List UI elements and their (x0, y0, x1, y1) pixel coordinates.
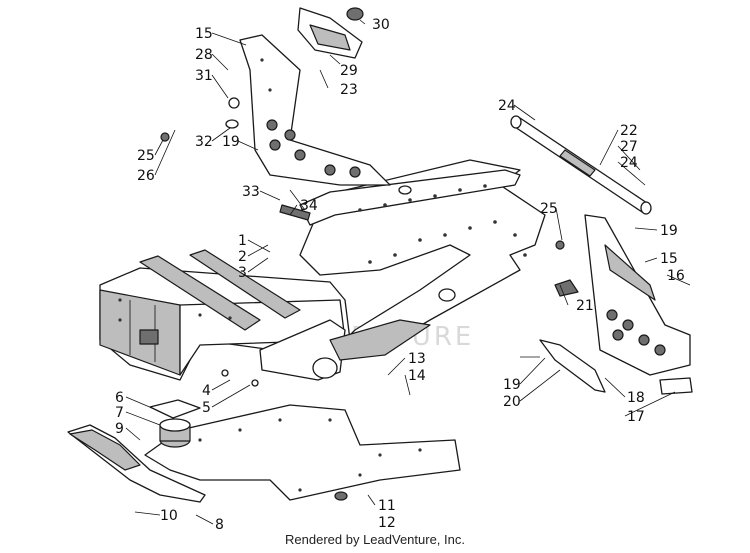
damper-mount (149, 399, 201, 448)
callout-19-bottom: 19 (503, 377, 521, 393)
callout-3: 3 (238, 265, 247, 281)
foot-bracket (539, 279, 693, 395)
callout-33: 33 (242, 184, 260, 200)
left-steering-plate (239, 34, 391, 186)
callout-34: 34 (300, 198, 318, 214)
skid-plate (67, 424, 206, 503)
callout-30: 30 (372, 17, 390, 33)
steering-crossbar (510, 115, 652, 215)
callout-19-right: 19 (660, 223, 678, 239)
callout-15-left: 15 (195, 26, 213, 42)
callout-17: 17 (627, 409, 645, 425)
rivet-holes (118, 184, 527, 322)
callout-18: 18 (627, 390, 645, 406)
callout-24-right: 24 (620, 155, 638, 171)
callout-21: 21 (576, 298, 594, 314)
leader-lines (125, 19, 691, 525)
callout-7: 7 (115, 405, 124, 421)
footer-credit: Rendered by LeadVenture, Inc. (285, 532, 465, 547)
callout-14: 14 (408, 368, 426, 384)
callout-1: 1 (238, 233, 247, 249)
callout-8: 8 (215, 517, 224, 533)
callout-labels: 15 28 31 30 29 23 32 19 25 26 24 22 27 2… (115, 17, 685, 533)
callout-27: 27 (620, 139, 638, 155)
callout-2: 2 (238, 249, 247, 265)
callout-6: 6 (115, 390, 124, 406)
hardware-fasteners (160, 97, 565, 501)
callout-28: 28 (195, 47, 213, 63)
callout-9: 9 (115, 421, 124, 437)
callout-31: 31 (195, 68, 213, 84)
right-steering-plate (584, 214, 691, 376)
callout-16: 16 (667, 268, 685, 284)
chassis-frame (99, 159, 546, 381)
callout-32: 32 (195, 134, 213, 150)
callout-26: 26 (137, 168, 155, 184)
callout-25-right: 25 (540, 201, 558, 217)
callout-19-left: 19 (222, 134, 240, 150)
callout-10: 10 (160, 508, 178, 524)
callout-24-top: 24 (498, 98, 516, 114)
callout-22: 22 (620, 123, 638, 139)
callout-23: 23 (340, 82, 358, 98)
callout-4: 4 (202, 383, 211, 399)
callout-12: 12 (378, 515, 396, 531)
belly-pan (144, 404, 461, 501)
callout-13: 13 (408, 351, 426, 367)
callout-5: 5 (202, 400, 211, 416)
callout-29: 29 (340, 63, 358, 79)
callout-11: 11 (378, 498, 396, 514)
steering-support-bracket (297, 7, 364, 59)
callout-20: 20 (503, 394, 521, 410)
callout-15-right: 15 (660, 251, 678, 267)
callout-25-left: 25 (137, 148, 155, 164)
